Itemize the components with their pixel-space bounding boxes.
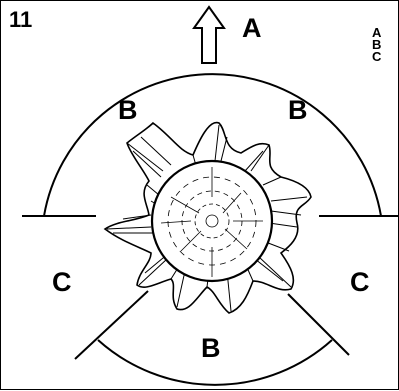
up-arrow-icon <box>194 7 224 63</box>
label-top-a: A <box>242 15 262 42</box>
label-bottom-b: B <box>201 335 221 362</box>
label-upper-right-b: B <box>288 97 308 124</box>
legend-item-c: C <box>372 51 381 63</box>
label-right-c: C <box>350 269 370 296</box>
lower-left-radial-line <box>75 291 148 359</box>
label-left-c: C <box>52 269 72 296</box>
legend: A B C <box>372 27 381 63</box>
label-upper-left-b: B <box>118 97 138 124</box>
lower-right-radial-line <box>288 294 349 355</box>
figure-number: 11 <box>9 9 32 31</box>
